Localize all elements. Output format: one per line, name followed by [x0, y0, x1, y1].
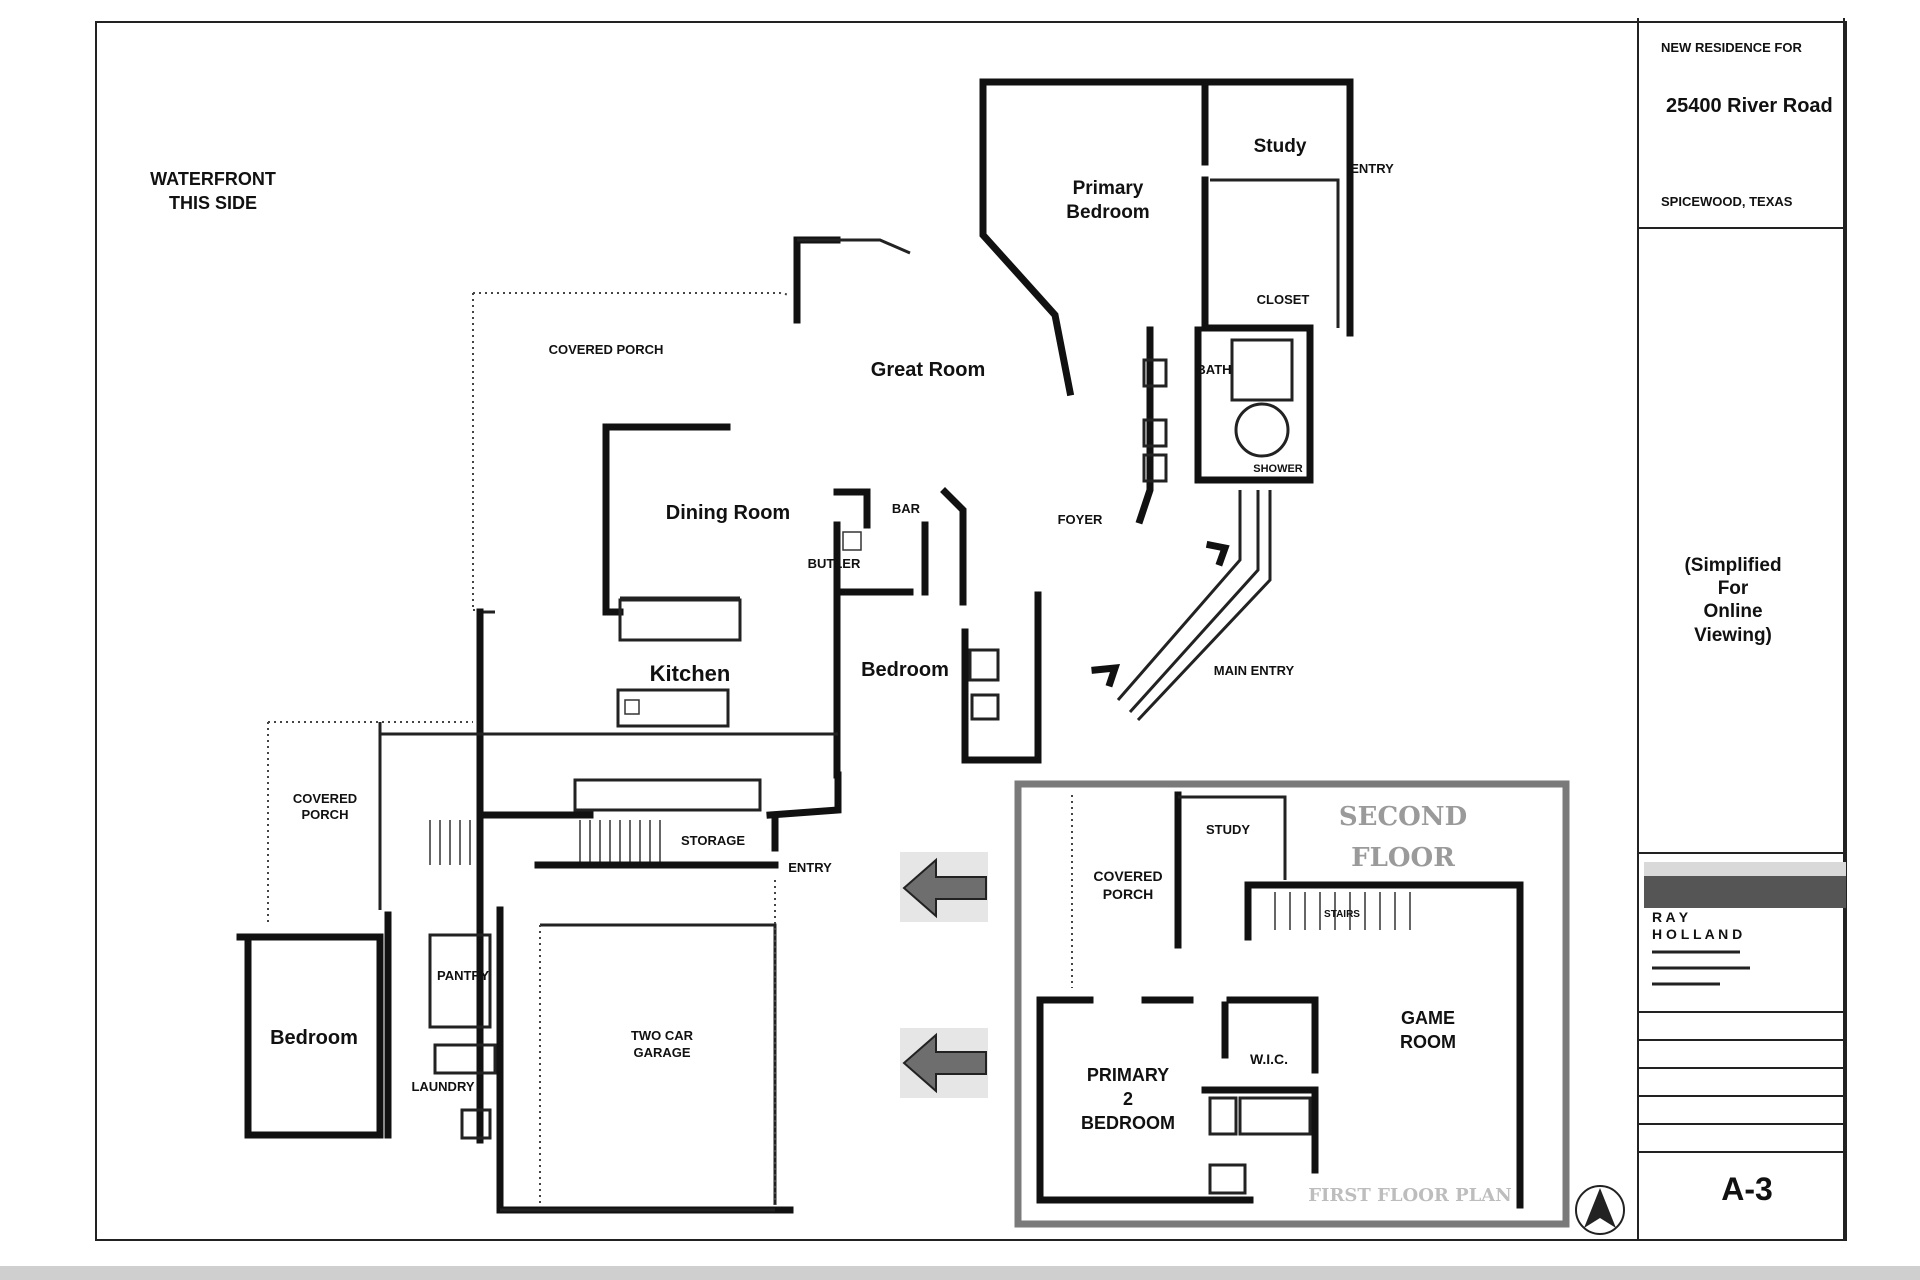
foyer-label: FOYER: [1058, 512, 1103, 527]
closet-label: CLOSET: [1257, 292, 1310, 307]
garage-label-1: TWO CAR: [631, 1028, 694, 1043]
first-floor-plan-title: FIRST FLOOR PLAN: [1308, 1185, 1511, 1206]
primary-bedroom-label-1: Primary: [1073, 178, 1144, 199]
study-label: Study: [1254, 136, 1307, 157]
primary-bedroom-label-2: Bedroom: [1066, 202, 1149, 223]
simplified-note-line3: Online: [1703, 601, 1762, 622]
bedroom-center-label: Bedroom: [861, 659, 949, 681]
waterfront-line2: THIS SIDE: [169, 193, 257, 213]
covered-porch-left-2: PORCH: [302, 807, 349, 822]
address-text: 25400 River Road: [1666, 95, 1833, 117]
main-entry-label: MAIN ENTRY: [1214, 663, 1295, 678]
first-floor-walls: [236, 78, 1354, 1214]
storage-label: STORAGE: [681, 833, 745, 848]
second-porch-label-2: PORCH: [1103, 886, 1154, 902]
arrow-icon-lower: [900, 1028, 988, 1098]
north-arrow-icon: [1575, 1185, 1625, 1235]
waterfront-line1: WATERFRONT: [150, 169, 276, 189]
covered-porch-left-1: COVERED: [293, 791, 357, 806]
second-floor-title-2: FLOOR: [1351, 843, 1455, 873]
firm-logo-band: [1644, 876, 1846, 908]
kitchen-label: Kitchen: [650, 661, 731, 686]
primary2-label-2: 2: [1123, 1089, 1133, 1109]
city-text: SPICEWOOD, TEXAS: [1661, 194, 1793, 209]
bath-label: BATH: [1196, 362, 1231, 377]
primary2-label-3: BEDROOM: [1081, 1113, 1175, 1133]
pantry-label: PANTRY: [437, 968, 489, 983]
second-study-label: STUDY: [1206, 822, 1250, 837]
dining-room-label: Dining Room: [666, 502, 790, 524]
simplified-note-line2: For: [1718, 578, 1749, 599]
second-floor-title-1: SECOND: [1339, 802, 1467, 832]
new-residence-label: NEW RESIDENCE FOR: [1661, 40, 1802, 55]
firm-name-line2: H O L L A N D: [1652, 926, 1742, 942]
sheet-number: A-3: [1721, 1171, 1773, 1207]
second-floor-inset: SECOND FLOOR STUDY COVERED PORCH STAIRS …: [1014, 780, 1570, 1228]
firm-name-line1: R A Y: [1652, 909, 1689, 925]
simplified-note-line1: (Simplified: [1684, 555, 1781, 576]
butler-label: BUTLER: [808, 556, 861, 571]
bedroom-left-label: Bedroom: [270, 1027, 358, 1049]
simplified-note-line4: Viewing): [1694, 625, 1772, 646]
first-floor-labels: Study ENTRY Primary Bedroom CLOSET BATH …: [270, 136, 1394, 1094]
entry-side-label: ENTRY: [788, 860, 832, 875]
entry-top-label: ENTRY: [1350, 161, 1394, 176]
game-room-label-1: GAME: [1401, 1008, 1455, 1028]
garage-label-2: GARAGE: [633, 1045, 690, 1060]
sheet-border: [95, 21, 1847, 1241]
second-porch-label-1: COVERED: [1093, 868, 1162, 884]
shower-label: SHOWER: [1253, 463, 1303, 475]
bar-label: BAR: [892, 501, 921, 516]
laundry-label: LAUNDRY: [411, 1079, 474, 1094]
wic-label: W.I.C.: [1250, 1051, 1288, 1067]
firm-logo-strip: [1644, 862, 1846, 876]
title-block: NEW RESIDENCE FOR 25400 River Road SPICE…: [1637, 18, 1846, 1240]
stairs-label: STAIRS: [1324, 909, 1360, 920]
covered-porch-label: COVERED PORCH: [549, 342, 664, 357]
great-room-label: Great Room: [871, 359, 985, 381]
arrow-icon-upper: [900, 852, 988, 922]
game-room-label-2: ROOM: [1400, 1032, 1456, 1052]
primary2-label-1: PRIMARY: [1087, 1065, 1169, 1085]
